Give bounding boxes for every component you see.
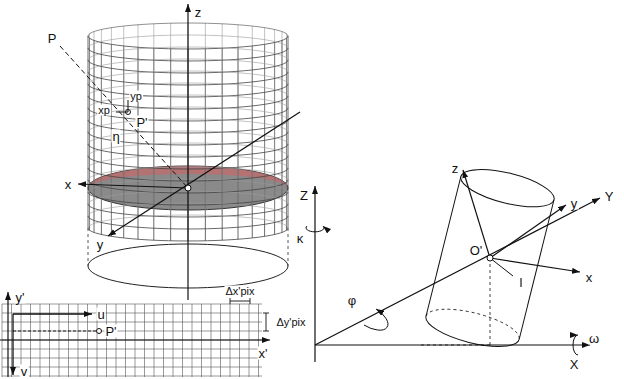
- tilted-cylinder: [422, 162, 557, 354]
- dimension-bracket: [266, 313, 267, 331]
- cylinder-figure: [60, 4, 300, 300]
- cylinder-bottom: [422, 316, 519, 354]
- pixel-size-label: Δx'pix: [224, 286, 255, 297]
- pixel-grid-line: [2, 304, 262, 305]
- local-x-axis: [490, 258, 580, 272]
- axis-label: y: [570, 197, 579, 210]
- y-prime-axis: [7, 292, 8, 377]
- axis-label: y: [96, 238, 105, 251]
- axis-label: x': [258, 347, 269, 360]
- vector-label: l: [519, 276, 524, 289]
- pixel-grid-line: [2, 367, 262, 368]
- image-point: [97, 329, 102, 334]
- rotation-arrow: [573, 335, 578, 355]
- angle-label: η: [111, 130, 120, 143]
- axis-label: Y: [604, 190, 615, 203]
- pixel-grid-line: [2, 349, 262, 350]
- cylinder-side: [288, 228, 289, 266]
- dimension-bracket: [263, 331, 269, 332]
- axis-label: x: [64, 178, 73, 191]
- cylinder-side: [88, 228, 89, 266]
- pixel-grid-line: [2, 331, 262, 332]
- coordinate-mark: [116, 112, 128, 113]
- v-axis: [12, 314, 13, 375]
- cylinder-side: [426, 177, 461, 317]
- coordinate-label: xp: [97, 105, 111, 116]
- axis-label: v: [20, 364, 29, 377]
- axis-label: Z: [299, 189, 309, 202]
- world-frame-figure: [306, 162, 600, 362]
- projection-line: [490, 258, 491, 345]
- x-axis: [78, 184, 188, 188]
- offset-vector: [490, 258, 513, 276]
- z-axis: [187, 4, 188, 300]
- point-label: P': [104, 325, 117, 338]
- cylinder-side: [519, 200, 554, 340]
- pixel-grid-line: [2, 313, 262, 314]
- image-grid-figure: [0, 292, 270, 377]
- coordinate-label: yp: [129, 91, 143, 102]
- pixel-grid-line: [2, 358, 262, 359]
- angle-label: φ: [347, 294, 357, 307]
- axis-label: y': [15, 291, 26, 304]
- axis-label: u: [96, 308, 105, 321]
- point-label: P': [135, 116, 148, 129]
- u-axis: [13, 313, 92, 314]
- point-label: P: [47, 32, 58, 45]
- dimension-bracket: [263, 313, 269, 314]
- pixel-grid-line: [2, 322, 262, 323]
- pixel-grid-line: [2, 376, 262, 377]
- axis-label: z: [194, 6, 203, 19]
- axis-label: z: [451, 162, 460, 175]
- projection-ray: [60, 46, 188, 188]
- rotation-arrow: [364, 309, 388, 330]
- cylinder-top: [457, 162, 557, 214]
- world-y-axis: [315, 198, 600, 345]
- rotation-arrow: [306, 226, 324, 232]
- angle-label: ω: [588, 332, 600, 345]
- local-y-axis: [490, 205, 566, 258]
- world-z-axis: [314, 186, 315, 362]
- axis-label: x: [585, 271, 594, 284]
- local-z-axis: [463, 170, 490, 258]
- cylinder-bottom: [426, 302, 523, 340]
- dimension-bracket: [250, 298, 251, 304]
- point-label: O': [469, 244, 484, 257]
- pixel-size-label: Δy'pix: [275, 317, 306, 328]
- dimension-bracket: [230, 301, 250, 302]
- angle-label: κ: [296, 232, 305, 245]
- world-x-axis: [315, 344, 590, 345]
- coordinate-mark: [128, 100, 129, 112]
- point-guide: [13, 331, 96, 332]
- axis-label: X: [569, 358, 580, 371]
- dimension-bracket: [230, 298, 231, 304]
- local-origin: [487, 255, 493, 261]
- projection-line: [420, 345, 490, 346]
- x-prime-axis: [0, 339, 270, 340]
